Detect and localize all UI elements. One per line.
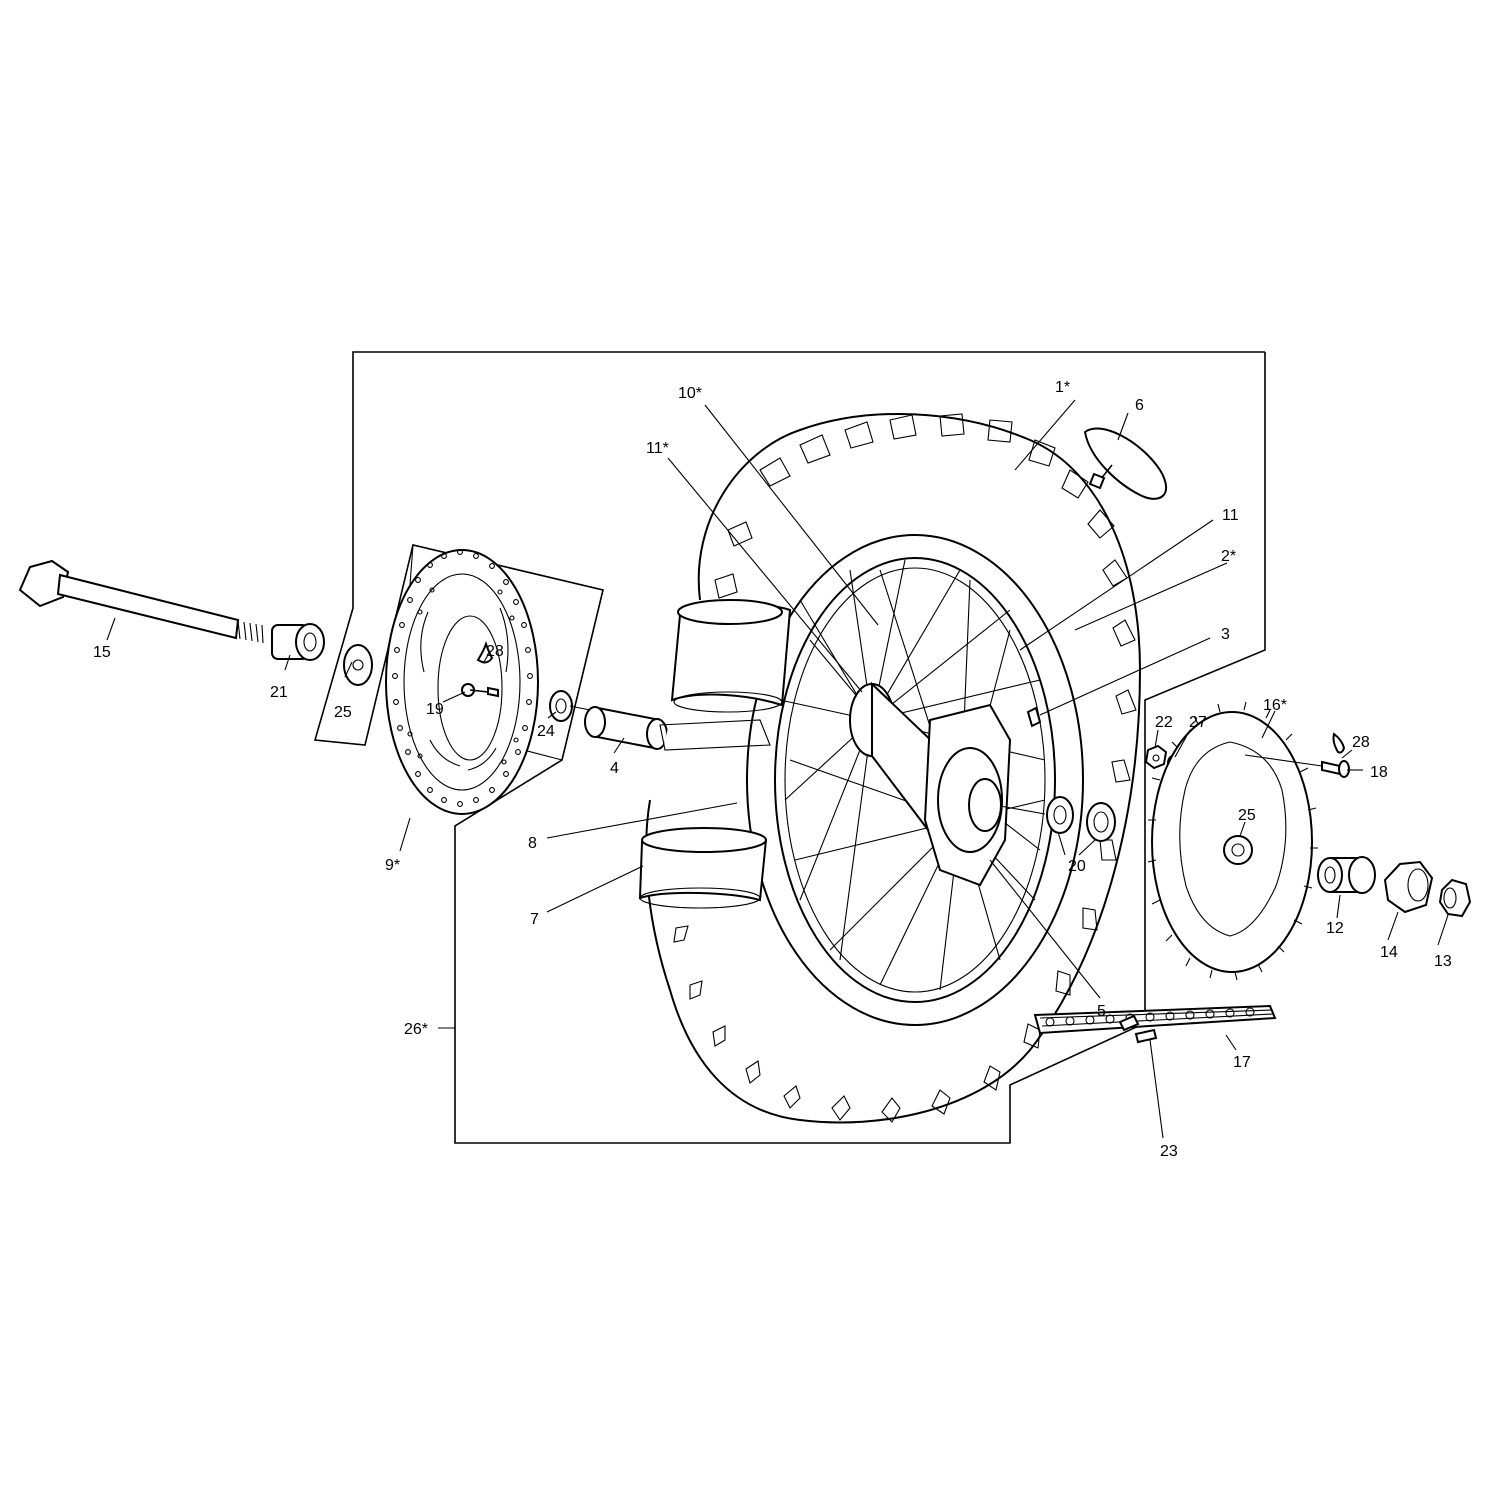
callout-13: 13	[1434, 953, 1452, 970]
callout-16: 16*	[1263, 697, 1287, 714]
sprocket-nut-part	[1144, 744, 1168, 770]
sprocket-bolt-part	[1244, 732, 1350, 778]
brake-disc-part	[385, 549, 539, 815]
axle-spacer-part	[271, 623, 325, 661]
axle-nut-part	[1438, 878, 1472, 918]
callout-26: 26*	[404, 1021, 428, 1038]
callout-15: 15	[93, 644, 111, 661]
callout-18: 18	[1370, 764, 1388, 781]
callout-8: 8	[528, 835, 537, 852]
hub-seal-part	[549, 690, 591, 722]
callout-17: 17	[1233, 1054, 1251, 1071]
callout-27: 27	[1189, 714, 1207, 731]
drive-chain-part	[1033, 1004, 1277, 1035]
callout-6: 6	[1135, 397, 1144, 414]
sprocket-part	[1147, 701, 1318, 981]
callout-5: 5	[1097, 1003, 1106, 1020]
callout-12: 12	[1326, 920, 1344, 937]
callout-2: 2*	[1221, 548, 1236, 565]
callout-19: 19	[426, 701, 444, 718]
chain-adjuster-part	[1383, 860, 1434, 914]
callout-9: 9*	[385, 857, 400, 874]
callout-28-left: 28	[486, 643, 504, 660]
hub-inner-spacer-part	[584, 706, 689, 750]
wheel-bearing-part	[1046, 796, 1116, 842]
callout-28-right: 28	[1352, 734, 1370, 751]
callout-labels: 1* 2* 3 4 5 6 7 8 9* 10* 11* 11 12 13 14…	[93, 379, 1452, 1160]
callout-4: 4	[610, 760, 619, 777]
disc-flange-part	[343, 644, 373, 686]
callout-20: 20	[1068, 858, 1086, 875]
wheel-assembly-outline	[313, 351, 1266, 1144]
tube-band-part	[638, 827, 768, 909]
callout-3: 3	[1221, 626, 1230, 643]
leader-lines	[106, 399, 1449, 1139]
callout-23: 23	[1160, 1143, 1178, 1160]
chain-master-link-part	[1118, 1014, 1158, 1044]
rear-axle-part	[18, 559, 264, 644]
hub-part	[849, 681, 1046, 887]
callout-10: 10*	[678, 385, 702, 402]
right-spacer-part	[1317, 856, 1376, 894]
callout-24: 24	[537, 723, 555, 740]
rim-tape-part	[659, 599, 792, 751]
callout-7: 7	[530, 911, 539, 928]
valve-part	[1026, 706, 1042, 728]
callout-25-right: 25	[1238, 807, 1256, 824]
callout-25-left: 25	[334, 704, 352, 721]
callout-1: 1*	[1055, 379, 1070, 396]
rim-lock-part	[1083, 427, 1167, 500]
callout-11: 11	[1222, 507, 1239, 524]
callout-11-star: 11*	[646, 440, 669, 457]
disc-screw-part	[469, 640, 499, 698]
callout-22: 22	[1155, 714, 1173, 731]
callout-14: 14	[1380, 944, 1398, 961]
callout-21: 21	[270, 684, 288, 701]
